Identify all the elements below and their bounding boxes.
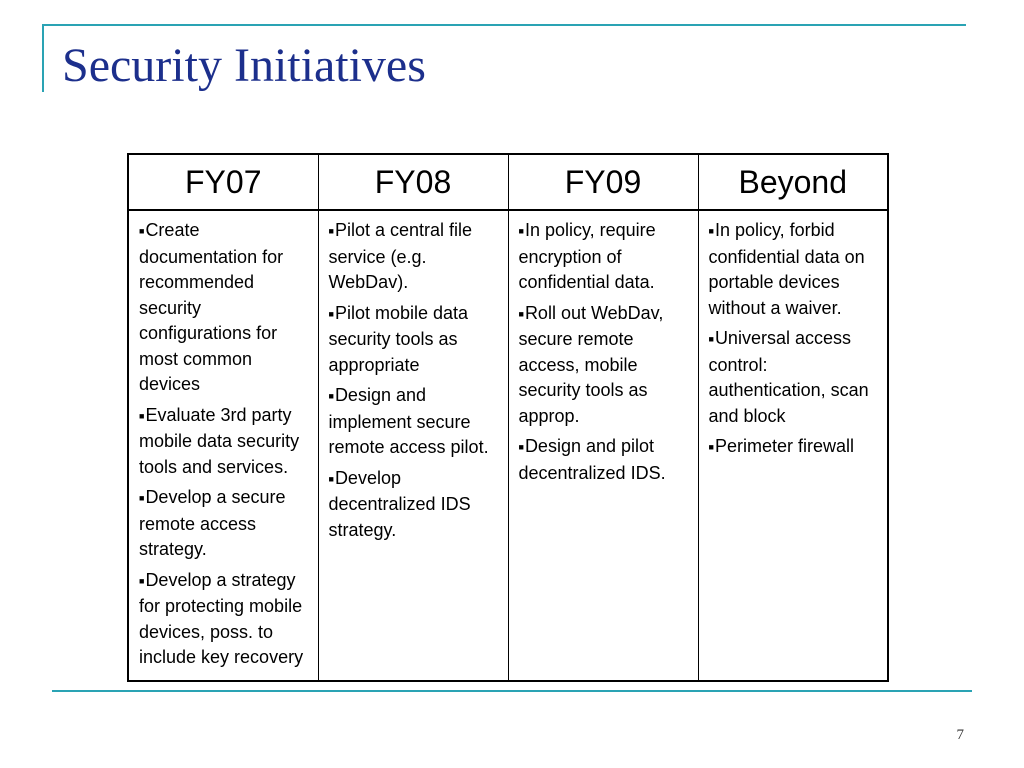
list-item: ■Universal access control: authenticatio… [709,326,882,429]
list-item: ■Design and implement secure remote acce… [329,383,502,461]
item-text: Evaluate 3rd party mobile data security … [139,404,300,477]
list-item: ■Develop a secure remote access strategy… [139,485,312,563]
list-item: ■Design and pilot decentralized IDS. [519,434,692,486]
item-text: Universal access control: authentication… [708,328,869,426]
square-bullet-icon: ■ [139,493,145,503]
item-text: Pilot a central file service (e.g. WebDa… [328,220,473,292]
item-text: In policy, require encryption of confide… [518,220,656,292]
item-text: In policy, forbid confidential data on p… [708,220,865,318]
footer-accent-line [52,690,972,692]
list-item: ■Develop a strategy for protecting mobil… [139,568,312,671]
square-bullet-icon: ■ [328,473,334,484]
column-fy09: ■In policy, require encryption of confid… [507,209,699,681]
square-bullet-icon: ■ [518,226,524,236]
header-beyond: Beyond [697,153,889,211]
item-text: Design and implement secure remote acces… [328,385,489,457]
header-fy09: FY09 [507,153,699,211]
square-bullet-icon: ■ [139,226,145,236]
item-text: Create documentation for recommended sec… [139,220,284,394]
list-item: ■Evaluate 3rd party mobile data security… [139,403,312,481]
header-fy08: FY08 [317,153,509,211]
list-item: ■Perimeter firewall [709,434,882,461]
item-text: Perimeter firewall [714,436,854,456]
item-text: Develop a strategy for protecting mobile… [139,569,304,668]
item-text: Pilot mobile data security tools as appr… [328,302,469,375]
list-item: ■In policy, forbid confidential data on … [709,218,882,321]
item-text: Roll out WebDav, secure remote access, m… [518,302,664,426]
initiatives-table: FY07 FY08 FY09 Beyond ■Create documentat… [127,153,889,682]
list-item: ■In policy, require encryption of confid… [519,218,692,296]
square-bullet-icon: ■ [708,226,714,236]
square-bullet-icon: ■ [328,391,334,401]
square-bullet-icon: ■ [518,442,524,452]
list-item: ■Develop decentralized IDS strategy. [329,466,502,544]
column-beyond: ■In policy, forbid confidential data on … [697,209,889,681]
title-accent-vertical-line [42,24,44,92]
header-fy07: FY07 [127,153,319,211]
item-text: Develop a secure remote access strategy. [139,487,286,559]
square-bullet-icon: ■ [328,308,334,319]
title-accent-top-line [42,24,966,26]
table-body-row: ■Create documentation for recommended se… [127,209,889,681]
item-text: Design and pilot decentralized IDS. [518,436,666,483]
square-bullet-icon: ■ [328,226,334,236]
square-bullet-icon: ■ [518,308,524,319]
square-bullet-icon: ■ [708,442,714,452]
item-text: Develop decentralized IDS strategy. [328,467,471,540]
list-item: ■Pilot a central file service (e.g. WebD… [329,218,502,296]
column-fy08: ■Pilot a central file service (e.g. WebD… [317,209,509,681]
square-bullet-icon: ■ [139,575,145,586]
table-header-row: FY07 FY08 FY09 Beyond [127,153,889,211]
list-item: ■Roll out WebDav, secure remote access, … [519,301,692,430]
square-bullet-icon: ■ [139,410,145,421]
list-item: ■Pilot mobile data security tools as app… [329,301,502,379]
page-number: 7 [956,727,965,743]
list-item: ■Create documentation for recommended se… [139,218,312,398]
column-fy07: ■Create documentation for recommended se… [127,209,319,681]
square-bullet-icon: ■ [708,334,714,344]
slide-title: Security Initiatives [62,39,426,92]
